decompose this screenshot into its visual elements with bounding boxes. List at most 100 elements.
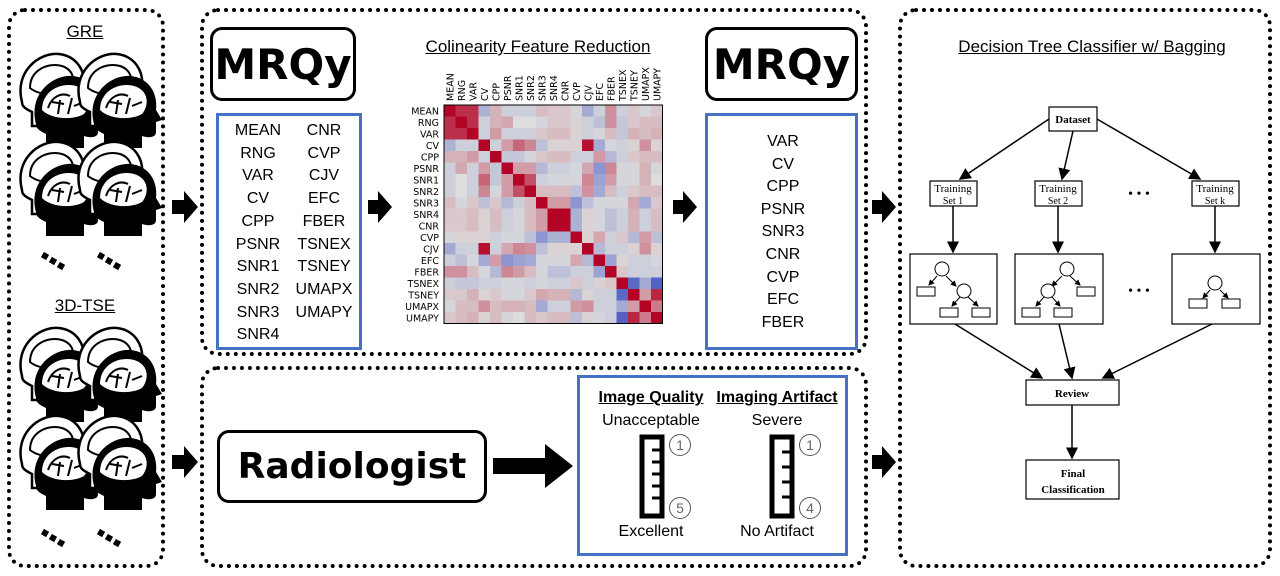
feature-item: PSNR xyxy=(235,235,281,253)
heatmap-cell xyxy=(444,231,456,244)
heatmap-cell xyxy=(628,139,640,152)
heatmap-cell xyxy=(559,312,571,324)
heatmap-cell xyxy=(513,197,525,209)
heatmap-col-label: VAR xyxy=(468,82,479,101)
heatmap-cell xyxy=(559,243,571,255)
feature-item: TSNEX xyxy=(297,235,351,253)
heatmap-cell xyxy=(616,266,629,278)
heatmap-cell xyxy=(501,185,514,198)
heatmap-row-label: SNR1 xyxy=(413,175,439,186)
reduced-feature-item: FBER xyxy=(761,313,805,331)
heatmap-cell xyxy=(513,289,525,301)
training-set-label: Training xyxy=(934,183,972,195)
heatmap-cell xyxy=(570,105,583,117)
heatmap-cell xyxy=(582,266,594,278)
heatmap-cell xyxy=(593,266,606,278)
heatmap-cell xyxy=(524,231,537,244)
heatmap-cell xyxy=(467,151,479,163)
heatmap-cell xyxy=(616,162,629,175)
heatmap-cell xyxy=(605,185,617,198)
heatmap-cell xyxy=(547,231,560,244)
imaging-artifact-bottom: No Artifact xyxy=(740,523,814,540)
heatmap-cell xyxy=(605,139,617,152)
heatmap-cell xyxy=(536,220,548,232)
heatmap-cell xyxy=(478,312,491,324)
heatmap-cell xyxy=(605,220,617,232)
heatmap-cell xyxy=(605,312,617,324)
heatmap-cell xyxy=(524,289,537,301)
heatmap-cell xyxy=(513,220,525,232)
heatmap-cell xyxy=(524,208,537,221)
heatmap-cell xyxy=(501,266,514,278)
heatmap-cell xyxy=(536,128,548,140)
heatmap-cell xyxy=(593,128,606,140)
heatmap-cell xyxy=(536,116,548,129)
heatmap-cell xyxy=(444,277,456,290)
heatmap-cell xyxy=(490,128,502,140)
reduced-feature-item: CNR xyxy=(765,246,801,263)
heatmap-cell xyxy=(616,105,629,117)
heatmap-cell xyxy=(478,243,491,255)
heatmap-cell xyxy=(524,300,537,313)
heatmap-cell xyxy=(467,289,479,301)
heatmap-cell xyxy=(490,300,502,313)
heatmap-cell xyxy=(490,266,502,278)
heatmap-cell xyxy=(524,116,537,129)
gre-label: GRE xyxy=(66,22,104,41)
heatmap-row-label: CPP xyxy=(421,152,439,163)
heatmap-cell xyxy=(547,151,560,163)
heatmap-cell xyxy=(501,128,514,140)
feature-item: FBER xyxy=(302,212,346,230)
feature-item: CVP xyxy=(307,144,341,162)
heatmap-cell xyxy=(478,116,491,129)
heatmap-cell xyxy=(467,220,479,232)
heatmap-cell xyxy=(490,208,502,221)
heatmap-cell xyxy=(455,185,468,198)
heatmap-row-label: SNR4 xyxy=(413,210,439,221)
feature-item: UMAPX xyxy=(295,280,353,298)
imaging-artifact-max: 4 xyxy=(799,497,821,519)
heatmap-cell xyxy=(478,266,491,278)
feature-item: CNR xyxy=(306,122,342,139)
heatmap-cell xyxy=(444,208,456,221)
heatmap-cell xyxy=(559,151,571,163)
heatmap-col-label: CVP xyxy=(572,82,583,101)
heatmap-cell xyxy=(628,185,640,198)
heatmap-cell xyxy=(547,128,560,140)
heatmap-cell xyxy=(501,139,514,152)
reduced-feature-item: EFC xyxy=(767,291,799,309)
heatmap-cell xyxy=(570,243,583,255)
heatmap-row-label: SNR2 xyxy=(413,187,439,198)
heatmap-cell xyxy=(501,243,514,255)
heatmap-cell xyxy=(593,197,606,209)
heatmap-cell xyxy=(513,174,525,186)
review-label: Review xyxy=(1055,388,1089,400)
heatmap-cell xyxy=(536,312,548,324)
heatmap-col-label: TSNEX xyxy=(618,69,629,102)
heatmap-col-label: SNR3 xyxy=(537,75,548,101)
heatmap-cell xyxy=(651,277,663,290)
heatmap-cell xyxy=(628,312,640,324)
heatmap-cell xyxy=(559,231,571,244)
heatmap-cell xyxy=(616,151,629,163)
heatmap-cell xyxy=(605,151,617,163)
heatmap-cell xyxy=(478,289,491,301)
heatmap-cell xyxy=(547,197,560,209)
heatmap-cell xyxy=(570,312,583,324)
feature-item: SNR2 xyxy=(236,280,280,298)
heatmap-cell xyxy=(651,289,663,301)
heatmap-cell xyxy=(570,289,583,301)
training-set-label: Training xyxy=(1196,183,1234,195)
heatmap-cell xyxy=(513,116,525,129)
heatmap-cell xyxy=(444,116,456,129)
final-node xyxy=(1025,459,1120,500)
heatmap-cell xyxy=(547,105,560,117)
heatmap-cell xyxy=(639,174,652,186)
heatmap-cell xyxy=(444,243,456,255)
heatmap-cell xyxy=(513,243,525,255)
heatmap-cell xyxy=(547,116,560,129)
heatmap-cell xyxy=(628,266,640,278)
heatmap-cell xyxy=(628,174,640,186)
